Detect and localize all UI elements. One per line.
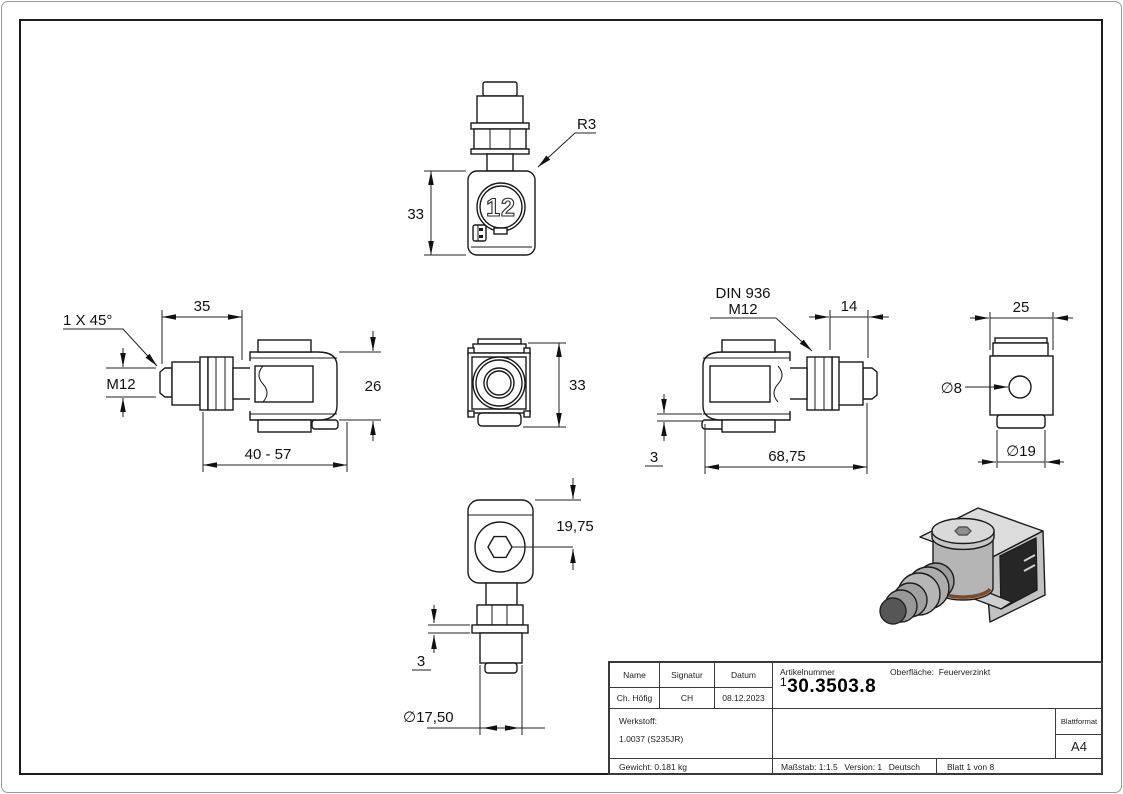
emblem-number: 12 <box>486 194 516 222</box>
left-side-view: 35 1 X 45° M12 26 40 - 57 <box>63 298 381 472</box>
sheet-value: Blatt 1 von 8 <box>937 758 1101 774</box>
empty-cell <box>773 709 1055 758</box>
dim-left-view-range: 40 - 57 <box>245 446 292 463</box>
article-number: 130.3503.8 <box>780 675 877 697</box>
scale-cell: Maßstab: 1:1.5 Version: 1 Deutsch <box>773 758 937 774</box>
dim-end-view-25: 25 <box>1013 299 1030 316</box>
dim-end-view-hole: ∅8 <box>941 380 962 397</box>
surface-value: Feuerverzinkt <box>938 667 991 677</box>
scale-value: Maßstab: 1:1.5 <box>781 761 838 772</box>
signature-header: Signatur <box>660 663 715 688</box>
name-value: Ch. Höfig <box>610 688 660 709</box>
front-view: 33 <box>467 338 586 428</box>
article-label: Artikelnummer <box>780 667 835 677</box>
material-value: 1.0037 (S235JR) <box>619 734 684 744</box>
border-frame <box>19 19 1103 775</box>
date-header: Datum <box>715 663 773 688</box>
dim-end-view-diameter: ∅19 <box>1006 443 1036 460</box>
name-header: Name <box>610 663 660 688</box>
dim-bottom-view-center: 19,75 <box>556 518 594 535</box>
dim-front-view-height: 33 <box>569 377 586 394</box>
right-side-view: DIN 936 M12 14 3 68,75 <box>645 285 889 474</box>
surface-field: Oberfläche: Feuerverzinkt <box>890 667 990 677</box>
material-label: Werkstoff: <box>619 716 657 726</box>
format-cell: Blattformat A4 <box>1055 709 1102 758</box>
article-cell: Artikelnummer Oberfläche: Feuerverzinkt … <box>773 663 1101 709</box>
dim-right-view-length: 68,75 <box>768 448 806 465</box>
isometric-view <box>879 507 1046 625</box>
language-value: Deutsch <box>888 761 920 772</box>
material-cell: Werkstoff: 1.0037 (S235JR) <box>610 709 773 758</box>
surface-label: Oberfläche: <box>890 667 934 677</box>
top-view: 12 33 R3 <box>407 81 596 256</box>
bottom-view: 19,75 3 ∅17,50 <box>403 478 594 735</box>
dim-right-view-3: 3 <box>650 449 658 466</box>
manufacturer-stamp-icon <box>472 224 487 242</box>
signature-value: CH <box>660 688 715 709</box>
format-label: Blattformat <box>1056 709 1102 735</box>
title-block: Name Signatur Datum Ch. Höfig CH 08.12.2… <box>608 661 1103 775</box>
dim-left-view-26: 26 <box>365 378 382 395</box>
label-nut-standard: DIN 936 <box>715 285 770 302</box>
dim-bottom-view-diameter: ∅17,50 <box>403 709 454 726</box>
version-value: Version: 1 <box>844 761 883 772</box>
date-value: 08.12.2023 <box>715 688 773 709</box>
dim-right-view-14: 14 <box>841 298 858 315</box>
weight-value: Gewicht: 0.181 kg <box>610 758 773 774</box>
end-view: 25 ∅8 ∅19 <box>941 299 1073 468</box>
label-chamfer: 1 X 45° <box>63 312 112 329</box>
label-corner-radius: R3 <box>577 116 596 133</box>
label-nut-thread: M12 <box>728 301 757 318</box>
dim-left-view-thread: M12 <box>106 376 135 393</box>
dim-top-view-height: 33 <box>407 206 424 223</box>
dim-bottom-view-3: 3 <box>417 653 425 670</box>
dim-left-view-35: 35 <box>194 298 211 315</box>
format-value: A4 <box>1071 739 1087 754</box>
